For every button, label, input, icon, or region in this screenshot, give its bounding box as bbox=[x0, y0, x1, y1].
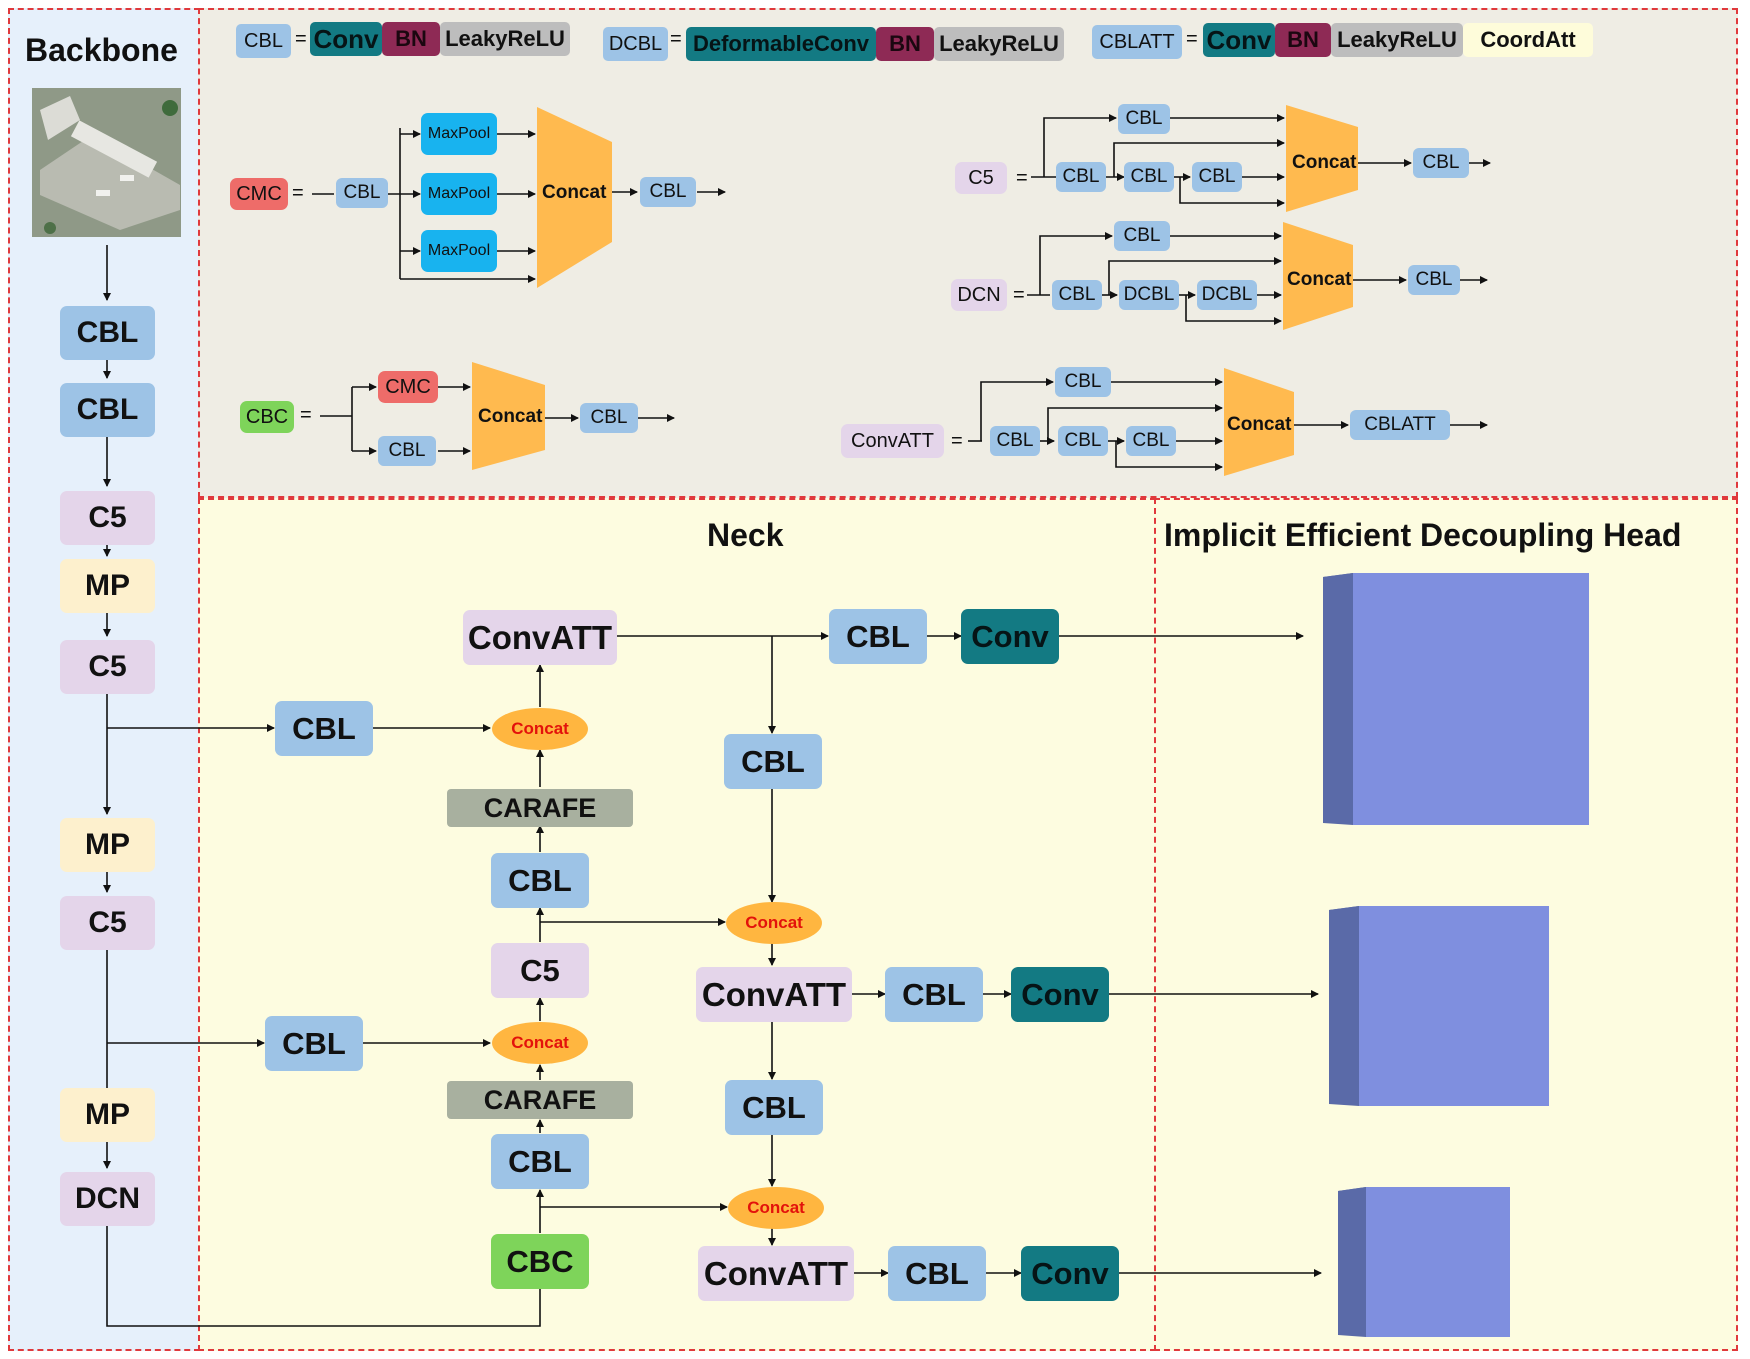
legend-cmc-maxpool-1: MaxPool bbox=[421, 113, 497, 155]
equals-sign: = bbox=[300, 404, 312, 426]
neck-concat-1: Concat bbox=[492, 708, 588, 750]
equals-sign: = bbox=[1016, 167, 1028, 189]
legend-c5-top-cbl: CBL bbox=[1118, 104, 1170, 134]
backbone-c5-3: C5 bbox=[60, 896, 155, 950]
aerial-image bbox=[32, 88, 181, 237]
neck-c5: C5 bbox=[491, 943, 589, 998]
legend-dcn-concat: Concat bbox=[1287, 269, 1352, 290]
equals-sign: = bbox=[1013, 284, 1025, 306]
legend-c5-cbl-2: CBL bbox=[1124, 162, 1174, 192]
backbone-c5-2: C5 bbox=[60, 640, 155, 694]
output-1-conv: Conv bbox=[961, 609, 1059, 664]
neck-convatt-top: ConvATT bbox=[463, 610, 617, 665]
legend-convatt-cbl-1: CBL bbox=[990, 426, 1040, 456]
backbone-cbl-1: CBL bbox=[60, 306, 155, 360]
equals-sign: = bbox=[295, 28, 307, 50]
backbone-mp-3: MP bbox=[60, 1088, 155, 1142]
neck-convatt-bottom: ConvATT bbox=[698, 1246, 854, 1301]
neck-concat-4: Concat bbox=[728, 1187, 824, 1229]
legend-dcn-dcbl-1: DCBL bbox=[1119, 280, 1179, 310]
backbone-dcn: DCN bbox=[60, 1172, 155, 1226]
legend-c5-cbl-1: CBL bbox=[1056, 162, 1106, 192]
output-2-conv: Conv bbox=[1011, 967, 1109, 1022]
legend-cbl-conv: Conv bbox=[310, 22, 382, 56]
neck-carafe-2: CARAFE bbox=[447, 1081, 633, 1119]
legend-convatt-top-cbl: CBL bbox=[1055, 367, 1111, 397]
backbone-title: Backbone bbox=[25, 32, 178, 68]
head-block-large bbox=[1323, 573, 1589, 825]
backbone-cbl-2: CBL bbox=[60, 383, 155, 437]
neck-lateral-cbl-1: CBL bbox=[275, 701, 373, 756]
legend-cbl-leakyrelu: LeakyReLU bbox=[440, 22, 570, 56]
neck-convatt-mid: ConvATT bbox=[696, 967, 852, 1022]
neck-carafe-1: CARAFE bbox=[447, 789, 633, 827]
neck-cbl-up-1: CBL bbox=[491, 853, 589, 908]
legend-c5-name: C5 bbox=[955, 162, 1007, 194]
neck-cbl-up-2: CBL bbox=[491, 1134, 589, 1189]
legend-cmc-maxpool-3: MaxPool bbox=[421, 230, 497, 272]
legend-cbc-output-cbl: CBL bbox=[580, 403, 638, 433]
legend-cmc-cbl: CBL bbox=[336, 178, 388, 208]
legend-cblatt-name: CBLATT bbox=[1092, 25, 1182, 59]
legend-cmc-name: CMC bbox=[230, 178, 288, 210]
legend-convatt-name: ConvATT bbox=[841, 424, 944, 458]
legend-dcbl-leakyrelu: LeakyReLU bbox=[934, 27, 1064, 61]
legend-cmc-maxpool-2: MaxPool bbox=[421, 173, 497, 215]
legend-cblatt-conv: Conv bbox=[1203, 23, 1275, 57]
legend-convatt-cbl-2: CBL bbox=[1058, 426, 1108, 456]
head-block-medium bbox=[1329, 906, 1549, 1106]
legend-convatt-output-cblatt: CBLATT bbox=[1350, 410, 1450, 440]
neck-cbc: CBC bbox=[491, 1234, 589, 1289]
legend-cmc-concat: Concat bbox=[542, 182, 607, 203]
neck-title: Neck bbox=[707, 517, 784, 553]
legend-c5-cbl-3: CBL bbox=[1192, 162, 1242, 192]
concat-trapezoid-cmc bbox=[537, 107, 612, 288]
legend-dcn-top-cbl: CBL bbox=[1114, 221, 1170, 251]
legend-dcbl-name: DCBL bbox=[603, 27, 668, 61]
output-3-conv: Conv bbox=[1021, 1246, 1119, 1301]
equals-sign: = bbox=[670, 28, 682, 50]
legend-convatt-cbl-3: CBL bbox=[1126, 426, 1176, 456]
legend-cbc-name: CBC bbox=[240, 401, 294, 433]
legend-dcn-cbl: CBL bbox=[1052, 280, 1102, 310]
concat-trapezoid-dcn bbox=[1283, 222, 1353, 330]
legend-dcn-dcbl-2: DCBL bbox=[1197, 280, 1257, 310]
output-3-cbl: CBL bbox=[888, 1246, 986, 1301]
legend-cbc-cbl: CBL bbox=[378, 436, 436, 466]
legend-dcn-output-cbl: CBL bbox=[1408, 265, 1460, 295]
head-title: Implicit Efficient Decoupling Head bbox=[1164, 517, 1682, 553]
backbone-mp-2: MP bbox=[60, 818, 155, 872]
legend-dcbl-deformableconv: DeformableConv bbox=[686, 27, 876, 61]
legend-cblatt-leakyrelu: LeakyReLU bbox=[1331, 23, 1463, 57]
neck-concat-2: Concat bbox=[492, 1022, 588, 1064]
legend-convatt-concat: Concat bbox=[1227, 414, 1292, 435]
concat-trapezoid-convatt bbox=[1224, 368, 1294, 476]
backbone-mp-1: MP bbox=[60, 559, 155, 613]
neck-lateral-cbl-2: CBL bbox=[265, 1016, 363, 1071]
legend-dcn-name: DCN bbox=[951, 279, 1007, 311]
equals-sign: = bbox=[292, 182, 304, 204]
output-1-cbl: CBL bbox=[829, 609, 927, 664]
concat-trapezoid-c5 bbox=[1286, 105, 1358, 212]
legend-cbc-cmc: CMC bbox=[378, 371, 438, 403]
concat-trapezoid-cbc bbox=[472, 362, 545, 470]
legend-cmc-output-cbl: CBL bbox=[640, 177, 696, 207]
backbone-c5-1: C5 bbox=[60, 491, 155, 545]
legend-cbc-concat: Concat bbox=[478, 406, 543, 427]
neck-cbl-down-2: CBL bbox=[725, 1080, 823, 1135]
output-2-cbl: CBL bbox=[885, 967, 983, 1022]
legend-dcbl-bn: BN bbox=[876, 27, 934, 61]
legend-c5-output-cbl: CBL bbox=[1413, 148, 1469, 178]
equals-sign: = bbox=[1186, 28, 1198, 50]
head-block-small bbox=[1338, 1187, 1510, 1337]
legend-cbl-name: CBL bbox=[236, 24, 291, 58]
equals-sign: = bbox=[951, 430, 963, 452]
legend-cblatt-bn: BN bbox=[1275, 23, 1331, 57]
neck-concat-3: Concat bbox=[726, 902, 822, 944]
neck-cbl-down-1: CBL bbox=[724, 734, 822, 789]
legend-c5-concat: Concat bbox=[1292, 152, 1357, 173]
legend-cblatt-coordatt: CoordAtt bbox=[1463, 23, 1593, 57]
legend-cbl-bn: BN bbox=[382, 22, 440, 56]
